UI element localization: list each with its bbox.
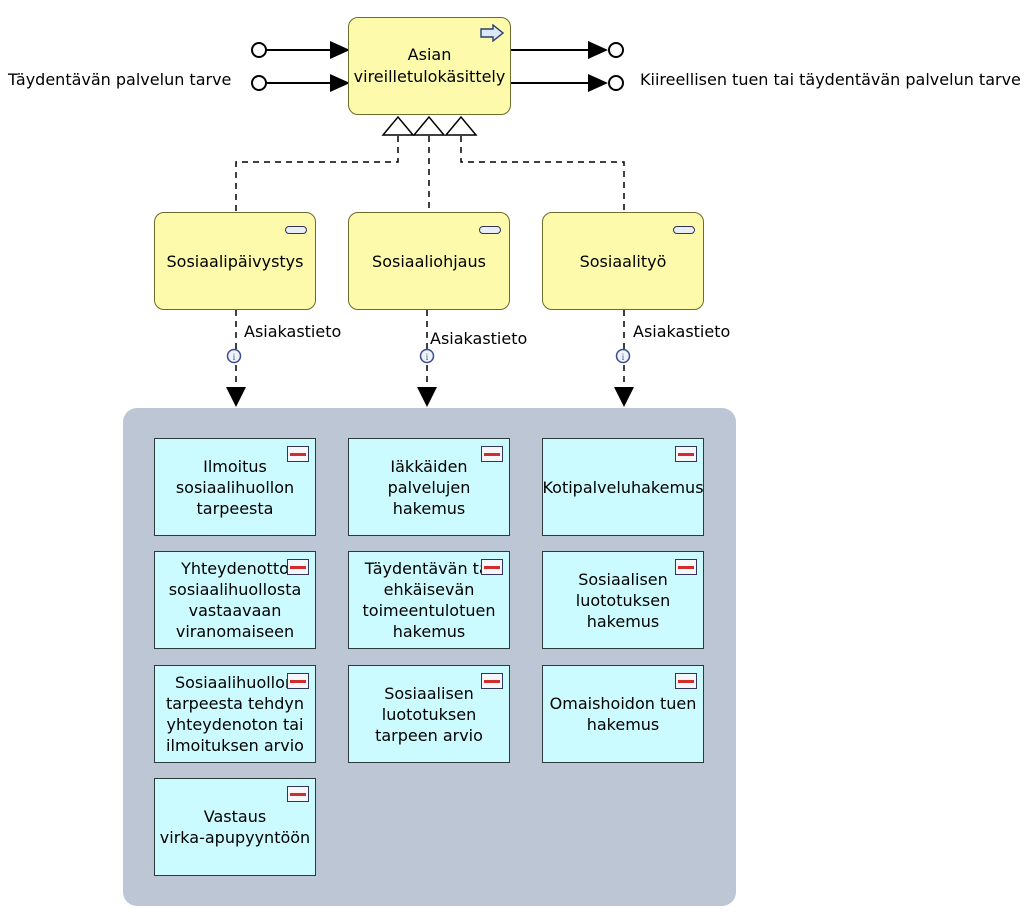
document-label: Sosiaalihuollon tarpeesta tehdyn yhteyde…: [165, 673, 305, 755]
role-label: Sosiaalityö: [579, 251, 667, 271]
document-card[interactable]: Sosiaalisen luototuksen tarpeen arvio: [348, 665, 510, 763]
document-card[interactable]: Sosiaalisen luototuksen hakemus: [542, 551, 704, 649]
role-icon: [285, 226, 307, 234]
input-label: Täydentävän palvelun tarve: [8, 70, 232, 89]
realization-triangle-1: [381, 115, 415, 136]
main-process-label: Asian vireilletulokäsittely: [353, 45, 506, 86]
role-label: Sosiaaliohjaus: [372, 251, 486, 271]
document-card[interactable]: Vastaus virka-apupyyntöön: [154, 778, 316, 876]
role-icon: [673, 226, 695, 234]
svg-text:i: i: [233, 352, 236, 362]
process-arrow-icon: [480, 24, 504, 42]
document-card[interactable]: Omaishoidon tuen hakemus: [542, 665, 704, 763]
main-process[interactable]: Asian vireilletulokäsittely: [348, 17, 511, 115]
document-card[interactable]: Iäkkäiden palvelujen hakemus: [348, 438, 510, 536]
info-icon: [226, 348, 242, 364]
document-icon: [287, 673, 309, 689]
document-card[interactable]: Kotipalveluhakemus: [542, 438, 704, 536]
document-card[interactable]: Yhteydenotto sosiaalihuollosta vastaavaa…: [154, 551, 316, 649]
svg-text:i: i: [622, 352, 625, 362]
role-sosiaalipaivystys[interactable]: Sosiaalipäivystys: [154, 212, 316, 310]
svg-text:i: i: [426, 352, 429, 362]
output-port-2: [608, 75, 624, 91]
realization-triangle-2: [412, 115, 446, 136]
flow-label: Asiakastieto: [633, 322, 731, 341]
output-label: Kiireellisen tuen tai täydentävän palvel…: [640, 70, 1021, 89]
document-label: Ilmoitus sosiaalihuollon tarpeesta: [175, 456, 295, 518]
role-sosiaalityo[interactable]: Sosiaalityö: [542, 212, 704, 310]
document-card[interactable]: Sosiaalihuollon tarpeesta tehdyn yhteyde…: [154, 665, 316, 763]
document-label: Täydentävän tai ehkäisevän toimeentulotu…: [362, 559, 496, 641]
role-icon: [479, 226, 501, 234]
document-label: Omaishoidon tuen hakemus: [549, 694, 697, 734]
document-label: Iäkkäiden palvelujen hakemus: [387, 456, 471, 518]
output-port-1: [608, 42, 624, 58]
role-sosiaaliohjaus[interactable]: Sosiaaliohjaus: [348, 212, 510, 310]
document-icon: [481, 559, 503, 575]
document-icon: [675, 446, 697, 462]
document-icon: [481, 673, 503, 689]
document-label: Sosiaalisen luototuksen tarpeen arvio: [375, 683, 483, 745]
realization-triangle-3: [444, 115, 478, 136]
role-label: Sosiaalipäivystys: [166, 251, 304, 271]
document-card[interactable]: Ilmoitus sosiaalihuollon tarpeesta: [154, 438, 316, 536]
document-card[interactable]: Täydentävän tai ehkäisevän toimeentulotu…: [348, 551, 510, 649]
document-icon: [481, 446, 503, 462]
document-icon: [675, 559, 697, 575]
info-icon: [615, 348, 631, 364]
flow-label: Asiakastieto: [430, 329, 528, 348]
document-icon: [287, 446, 309, 462]
input-port-1: [251, 42, 267, 58]
document-label: Yhteydenotto sosiaalihuollosta vastaavaa…: [168, 559, 302, 641]
input-port-2: [251, 75, 267, 91]
info-icon: [419, 348, 435, 364]
flow-label: Asiakastieto: [244, 322, 342, 341]
document-icon: [287, 559, 309, 575]
document-label: Kotipalveluhakemus: [542, 477, 704, 497]
document-icon: [287, 786, 309, 802]
document-label: Vastaus virka-apupyyntöön: [159, 807, 311, 847]
document-icon: [675, 673, 697, 689]
document-label: Sosiaalisen luototuksen hakemus: [575, 569, 671, 631]
